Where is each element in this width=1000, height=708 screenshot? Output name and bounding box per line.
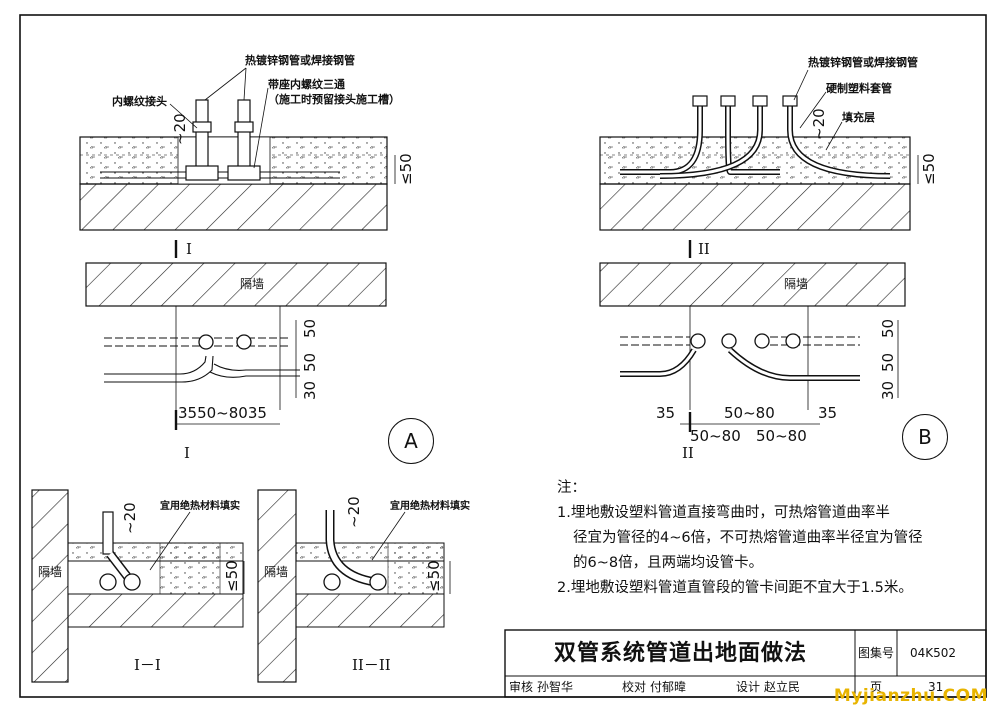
dim-a-bottom: 3550~8035 — [178, 404, 267, 422]
section-2-dim-20: ~20 — [345, 496, 363, 528]
wall-label-a: 隔墙 — [240, 277, 265, 291]
section-mark-a-top: I — [186, 240, 192, 258]
notes-block: 注： 1.埋地敷设塑料管道直接弯曲时，可热熔管道曲率半 径宜为管径的4~6倍，不… — [557, 476, 923, 601]
detail-a-floor-section — [79, 67, 396, 430]
note-line-2: 径宜为管径的4~6倍，不可热熔管道曲率半径宜为管径 — [573, 530, 923, 546]
section-2-insulation-label: 宜用绝热材料填实 — [390, 501, 470, 512]
wall-label-b: 隔墙 — [784, 277, 809, 291]
dim-b-row3: 30 — [879, 380, 897, 400]
dim-b-35-left: 35 — [656, 404, 676, 422]
drawing-border — [19, 14, 987, 698]
dim-a-top20: ~20 — [171, 113, 189, 145]
note-line-1: 1.埋地敷设塑料管道直接弯曲时，可热熔管道曲率半 — [557, 505, 890, 521]
detail-b-marker: B — [902, 414, 948, 460]
title-block-lines — [504, 629, 987, 698]
dim-a-le50: ≤50 — [397, 153, 415, 185]
note-line-3: 的6~8倍，且两端均设管卡。 — [573, 555, 764, 571]
steel-pipe-label-a: 热镀锌钢管或焊接钢管 — [245, 54, 355, 67]
dim-a-row3: 30 — [301, 380, 319, 400]
dim-b-row1: 50 — [879, 318, 897, 338]
page-number: 31 — [928, 680, 944, 694]
detail-b-plan — [599, 262, 906, 425]
dim-b-35-right: 35 — [818, 404, 838, 422]
section-1-1 — [31, 489, 245, 683]
tee-label-line2: （施工时预留接头施工槽） — [268, 93, 400, 106]
designer-name: 赵立民 — [764, 680, 801, 694]
section-1-dim-le50: ≤50 — [223, 560, 241, 592]
section-mark-b-top: II — [698, 240, 710, 258]
section-1-dim-20: ~20 — [121, 502, 139, 534]
checker-name: 付郁暐 — [650, 680, 687, 694]
review-label: 审核 — [509, 680, 534, 694]
tee-label-line1: 带座内螺纹三通 — [268, 78, 345, 91]
hard-sleeve-label: 硬制塑料套管 — [826, 82, 892, 95]
detail-a-marker: A — [388, 418, 434, 464]
inner-thread-label: 内螺纹接头 — [112, 95, 167, 108]
section-1-title: I－I — [134, 656, 161, 674]
section-mark-a-bottom: I — [184, 444, 190, 462]
dim-b-le50: ≤50 — [920, 153, 938, 185]
notes-heading: 注： — [557, 480, 586, 496]
atlas-number: 04K502 — [910, 646, 957, 660]
section-1-wall-label: 隔墙 — [38, 565, 63, 579]
section-1-insulation-label: 宜用绝热材料填实 — [160, 501, 240, 512]
drawing-title: 双管系统管道出地面做法 — [553, 641, 807, 666]
detail-b-floor-section — [599, 69, 919, 432]
steel-pipe-label-b: 热镀锌钢管或焊接钢管 — [808, 56, 918, 69]
detail-a-plan — [85, 262, 387, 425]
section-2-2 — [257, 489, 451, 683]
dim-b-50-80-right: 50~80 — [756, 427, 807, 445]
dim-a-row1: 50 — [301, 318, 319, 338]
section-2-wall-label: 隔墙 — [264, 565, 289, 579]
page-label: 页 — [870, 680, 883, 694]
dim-b-top20: ~20 — [810, 108, 828, 140]
note-line-4: 2.埋地敷设塑料管道直管段的管卡间距不宜大于1.5米。 — [557, 580, 913, 596]
check-label: 校对 — [622, 680, 647, 694]
reviewer-name: 孙智华 — [537, 680, 574, 694]
dim-b-50-80-top: 50~80 — [724, 404, 775, 422]
atlas-label: 图集号 — [858, 646, 895, 660]
dim-a-row2: 50 — [301, 352, 319, 372]
watermark: Myjianzhu.COM — [833, 686, 988, 706]
section-2-title: II－II — [352, 656, 391, 674]
section-2-dim-le50: ≤50 — [425, 560, 443, 592]
section-mark-b-bottom: II — [682, 444, 694, 462]
fill-layer-label: 填充层 — [842, 111, 875, 124]
dim-b-50-80-left: 50~80 — [690, 427, 741, 445]
dim-b-row2: 50 — [879, 352, 897, 372]
design-label: 设计 — [736, 680, 761, 694]
